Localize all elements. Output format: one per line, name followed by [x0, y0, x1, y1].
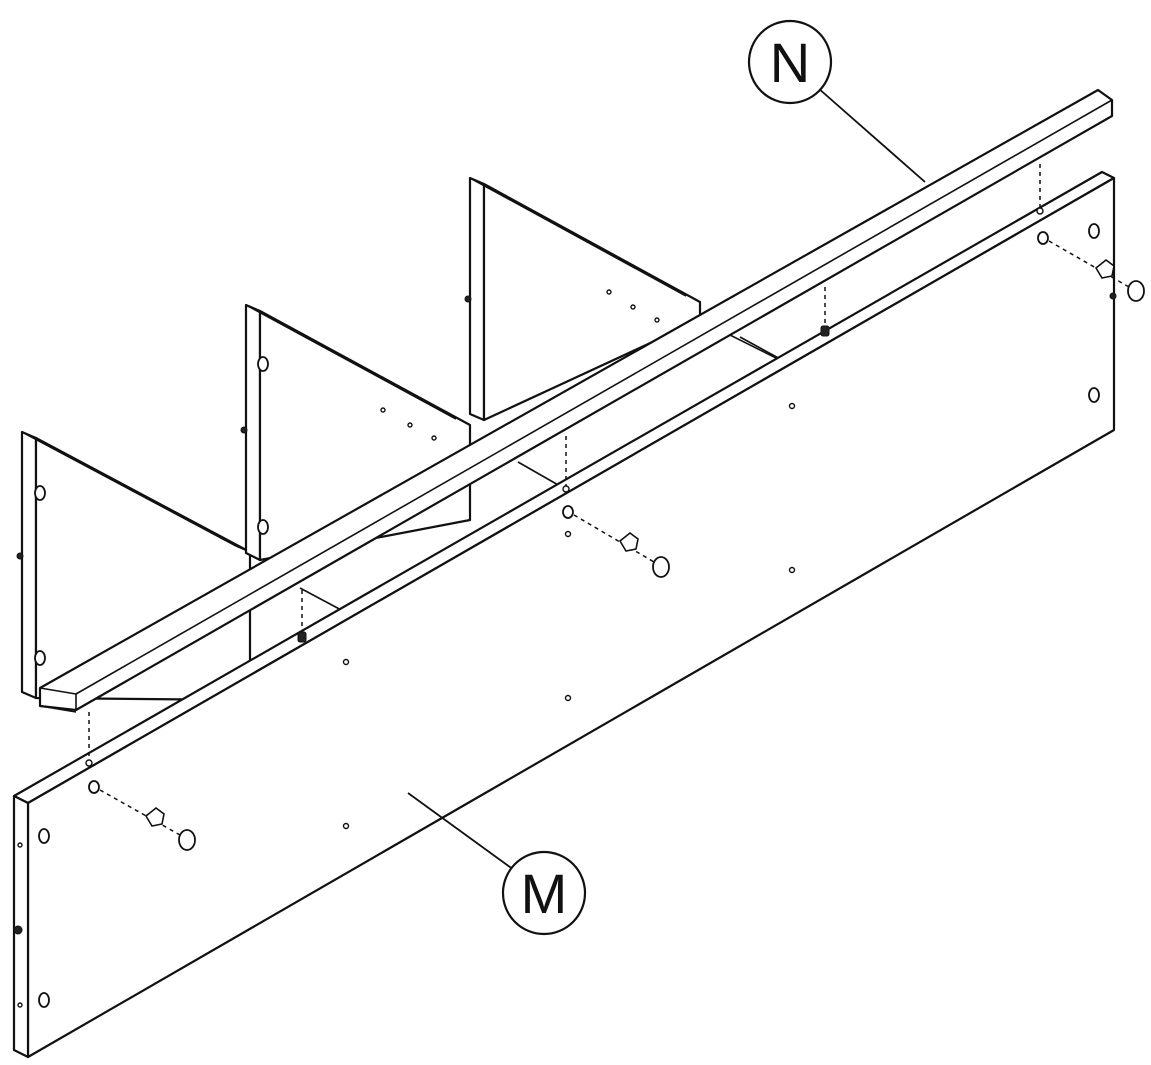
shelf-pin-hole [380, 407, 386, 413]
cam-lock-middle [573, 514, 670, 578]
panel-hole [34, 485, 46, 501]
shelf-pin-hole [630, 304, 636, 310]
dowel [464, 295, 472, 303]
screw-hole [564, 694, 572, 702]
cam-lock-icon [618, 531, 639, 552]
panel-hole [257, 356, 269, 372]
cam-hole [88, 780, 100, 794]
callout-label-M: M [521, 862, 568, 925]
panel-hole [38, 992, 50, 1008]
cam-hole [1037, 231, 1049, 245]
screw-hole [342, 658, 350, 666]
alignment-guides [85, 164, 1044, 767]
callout-M: M [407, 792, 587, 936]
callout-label-N: N [770, 31, 810, 94]
panel-hole [257, 519, 269, 535]
cam-lock-icon [144, 806, 165, 827]
screw-hole [564, 530, 572, 538]
panel-hole [1088, 223, 1100, 239]
screw-hole [788, 566, 796, 574]
callout-N: N [747, 19, 926, 183]
cam-lock-icon [1094, 258, 1115, 279]
panel-hole [1088, 387, 1100, 403]
panel-hole [34, 650, 46, 666]
shelf-pin-hole [654, 317, 660, 323]
edge-hole [17, 1002, 23, 1008]
shelf-pin-hole [407, 422, 413, 428]
cam-cap [652, 556, 670, 578]
cam-cap [1127, 280, 1145, 302]
shelf-pin-hole [431, 435, 437, 441]
screw-hole [342, 822, 350, 830]
dowel [240, 426, 248, 434]
cam-lock-left [99, 789, 196, 851]
screw-hole [788, 402, 796, 410]
cam-hole [562, 505, 574, 519]
dowel [820, 325, 830, 337]
divider-panel-right [464, 176, 702, 422]
top-rail-N [38, 88, 1114, 713]
dowel [13, 925, 23, 935]
dowel [16, 552, 24, 560]
shelf-pin-hole [606, 289, 612, 295]
cam-lock-right [1048, 240, 1145, 302]
dowel [1109, 292, 1117, 300]
cam-cap [178, 829, 196, 851]
edge-hole [17, 842, 23, 848]
dowel [297, 631, 307, 643]
panel-hole [38, 828, 50, 844]
